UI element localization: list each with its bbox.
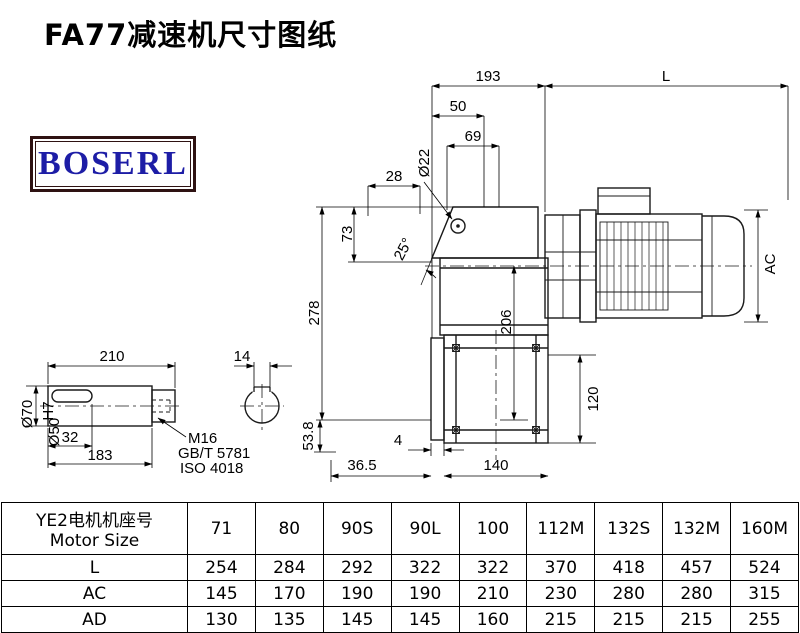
cell: 215 <box>594 606 664 633</box>
centerlines <box>40 265 752 460</box>
dimension-labels: 193 L 50 69 Ø22 28 73 25° 278 206 AC 120… <box>19 68 779 477</box>
thread-callout: M16 <box>188 430 217 447</box>
cell: 254 <box>187 554 256 581</box>
dim-bore-dia: Ø50 <box>46 418 63 446</box>
page-title: FA77减速机尺寸图纸 <box>44 18 338 52</box>
cell: 215 <box>662 606 731 633</box>
cell: 190 <box>390 580 460 607</box>
table-header-row: YE2电机机座号 Motor Size 71 80 90S 90L 100 11… <box>1 502 799 555</box>
cell: 210 <box>458 580 528 607</box>
dim-AC: AC <box>762 253 779 274</box>
extension-lines <box>26 86 789 482</box>
cell: 280 <box>662 580 731 607</box>
col-header: 160M <box>730 502 799 555</box>
logo-text: BOSERL <box>38 145 188 182</box>
cell: 145 <box>187 580 256 607</box>
cell: 292 <box>322 554 392 581</box>
cell: 190 <box>322 580 392 607</box>
col-header: 80 <box>254 502 324 555</box>
cell: 135 <box>254 606 324 633</box>
col-header: 71 <box>187 502 256 555</box>
motor-size-header: YE2电机机座号 Motor Size <box>1 502 188 555</box>
cell: 322 <box>390 554 460 581</box>
cell: 370 <box>526 554 596 581</box>
row-label: AD <box>1 606 188 633</box>
motor-size-table: YE2电机机座号 Motor Size 71 80 90S 90L 100 11… <box>1 502 799 633</box>
technical-drawing: 193 L 50 69 Ø22 28 73 25° 278 206 AC 120… <box>19 68 789 482</box>
dim-140: 140 <box>483 457 508 474</box>
dim-hole-dia: Ø22 <box>416 149 433 177</box>
cell: 130 <box>187 606 256 633</box>
dim-28: 28 <box>386 168 403 185</box>
motor-size-header-en: Motor Size <box>49 531 140 551</box>
cell: 160 <box>458 606 528 633</box>
table-row-L: L 254 284 292 322 322 370 418 457 524 <box>1 554 799 581</box>
cell: 524 <box>730 554 799 581</box>
cell: 418 <box>594 554 664 581</box>
dim-120: 120 <box>585 386 602 411</box>
dim-73: 73 <box>339 226 356 243</box>
cell: 315 <box>730 580 799 607</box>
row-label: AC <box>1 580 188 607</box>
reducer-front-view <box>420 206 549 444</box>
boserl-logo: BOSERL <box>30 136 196 192</box>
standard-iso: ISO 4018 <box>180 460 243 477</box>
cell: 284 <box>254 554 324 581</box>
cell: 255 <box>730 606 799 633</box>
dim-53-8: 53.8 <box>300 421 317 450</box>
dim-angle: 25° <box>391 235 417 263</box>
motor-side-view <box>544 187 745 323</box>
dim-278: 278 <box>306 300 323 325</box>
cell: 145 <box>390 606 460 633</box>
dimension-lines <box>33 83 789 479</box>
dim-50: 50 <box>450 98 467 115</box>
dim-210: 210 <box>99 348 124 365</box>
motor-size-header-cn: YE2电机机座号 <box>36 511 153 531</box>
cell: 280 <box>594 580 664 607</box>
standard-gb: GB/T 5781 <box>178 445 250 462</box>
cell: 230 <box>526 580 596 607</box>
cell: 170 <box>254 580 324 607</box>
table-row-AC: AC 145 170 190 190 210 230 280 280 315 <box>1 580 799 607</box>
cell: 145 <box>322 606 392 633</box>
dim-69: 69 <box>465 128 482 145</box>
col-header: 90S <box>322 502 392 555</box>
col-header: 132S <box>594 502 664 555</box>
dim-14: 14 <box>234 348 251 365</box>
cell: 215 <box>526 606 596 633</box>
dim-32: 32 <box>62 429 79 446</box>
cell: 322 <box>458 554 528 581</box>
dim-shaft-dia: Ø70 <box>19 400 36 428</box>
dim-206: 206 <box>498 309 515 334</box>
table-row-AD: AD 130 135 145 145 160 215 215 215 255 <box>1 606 799 633</box>
dim-L: L <box>662 68 670 85</box>
col-header: 100 <box>458 502 528 555</box>
dim-36-5: 36.5 <box>347 457 376 474</box>
dim-193: 193 <box>475 68 500 85</box>
row-label: L <box>1 554 188 581</box>
col-header: 132M <box>662 502 731 555</box>
dim-4: 4 <box>394 432 402 449</box>
cell: 457 <box>662 554 731 581</box>
dim-bore-tolerance: H7 <box>40 401 57 420</box>
col-header: 112M <box>526 502 596 555</box>
col-header: 90L <box>390 502 460 555</box>
dim-183: 183 <box>87 447 112 464</box>
